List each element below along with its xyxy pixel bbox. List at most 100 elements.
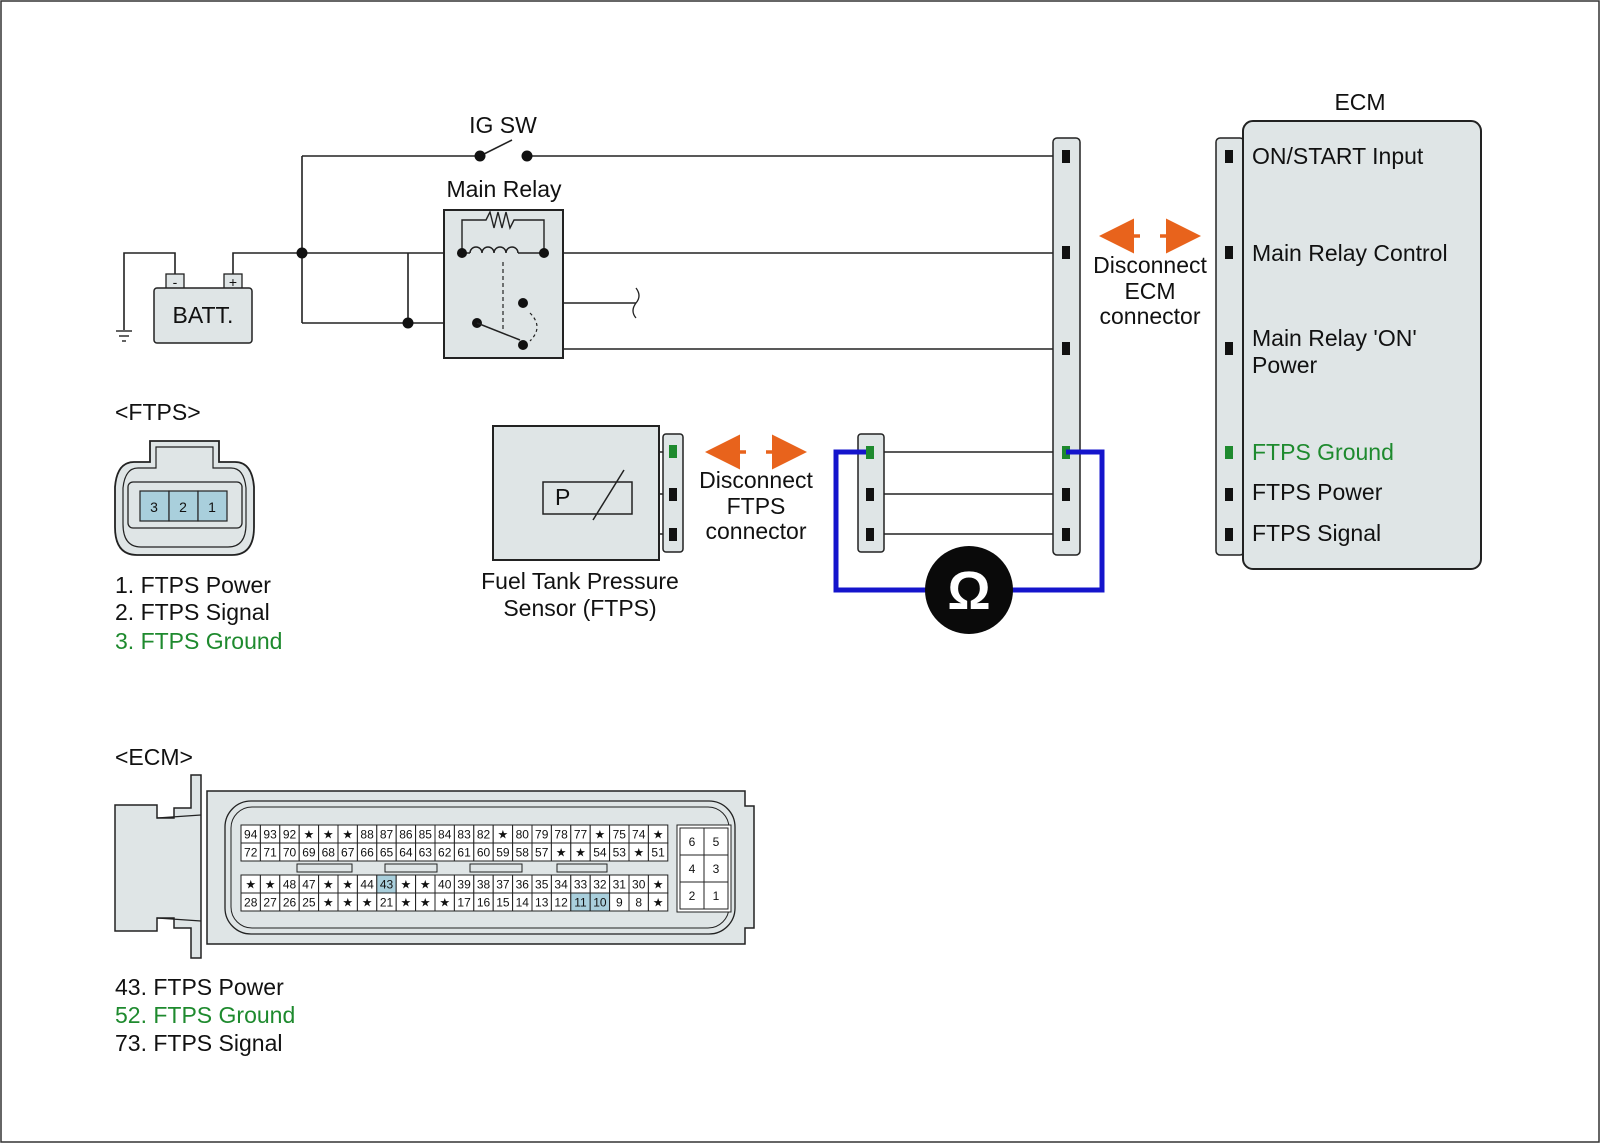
ecm-pin-label: 21 (380, 896, 394, 910)
ecm-pin-label: 86 (399, 828, 413, 842)
ecm-pin-label: 68 (322, 846, 336, 860)
meter-lead-left (833, 449, 930, 593)
ecm-pin-label: 32 (593, 878, 607, 892)
ecm-pin-label: ★ (633, 846, 644, 860)
ecm-pin-label: 31 (613, 878, 627, 892)
ftps-pin-3: 3 (150, 499, 158, 515)
disconnect-ecm-label-line3: connector (1099, 303, 1200, 329)
ecm-pin-label: 27 (263, 896, 277, 910)
ecm-pin-label: ★ (420, 878, 431, 892)
ground-icon (116, 330, 132, 342)
ecm-pin-cell (647, 892, 669, 912)
ecm-pin-main-relay-control: Main Relay Control (1252, 240, 1448, 266)
ecm-pin-label: 17 (457, 896, 471, 910)
ecm-pin-label: ★ (556, 846, 567, 860)
ecm-module: ECM ON/START Input Main Relay Control Ma… (1215, 89, 1482, 570)
ecm-pin-label: 92 (283, 828, 297, 842)
ftps-legend-3: 3. FTPS Ground (115, 628, 282, 654)
ecm-pin-label: 58 (516, 846, 530, 860)
ecm-pin-label: 43 (380, 878, 394, 892)
ecm-pin-label: ★ (342, 828, 353, 842)
ecm-pin-label: 70 (283, 846, 297, 860)
ecm-pin-label: 9 (616, 896, 623, 910)
ecm-pin-label: 87 (380, 828, 394, 842)
ecm-side-cell (703, 881, 729, 910)
ecm-side-label: 1 (713, 889, 720, 903)
ecm-pin-label: 40 (438, 878, 452, 892)
ecm-side-cell (679, 854, 705, 883)
ecm-pin-label: 38 (477, 878, 491, 892)
ecm-pin-label: ★ (323, 828, 334, 842)
ecm-pin-cell (647, 842, 669, 862)
ecm-pin-label: 78 (554, 828, 568, 842)
sensor-label-line2: Sensor (FTPS) (503, 595, 656, 621)
ftps-connector-title: <FTPS> (115, 399, 201, 425)
ecm-pin-label: 10 (593, 896, 607, 910)
ecm-pin-label: 26 (283, 896, 297, 910)
ecm-pin-label: 59 (496, 846, 510, 860)
ecm-pin-label: 44 (360, 878, 374, 892)
ecm-pin-label: 12 (554, 896, 568, 910)
battery-positive-label: + (229, 274, 237, 290)
battery-label: BATT. (173, 302, 234, 328)
disconnect-ftps-label-line2: FTPS (727, 493, 786, 519)
ecm-pin-label: ★ (304, 828, 315, 842)
ftps-sensor: P Fuel Tank Pressure Sensor (FTPS) (481, 425, 684, 621)
ecm-pin-label: 65 (380, 846, 394, 860)
disconnect-ecm-label-line2: ECM (1124, 278, 1175, 304)
ecm-pin-label: 25 (302, 896, 316, 910)
ecm-pin-label: 35 (535, 878, 549, 892)
ecm-pin-label: 80 (516, 828, 530, 842)
ecm-legend-43: 43. FTPS Power (115, 974, 284, 1000)
pressure-symbol: P (555, 484, 570, 510)
ecm-connector-title: <ECM> (115, 744, 193, 770)
ecm-pin-label: 15 (496, 896, 510, 910)
ecm-pin-label: 79 (535, 828, 549, 842)
ecm-side-label: 3 (713, 862, 720, 876)
ecm-pin-label: 53 (613, 846, 627, 860)
ecm-pin-label: 57 (535, 846, 549, 860)
ecm-side-label: 2 (689, 889, 696, 903)
ecm-pin-label: ★ (498, 828, 509, 842)
ecm-pin-label: 67 (341, 846, 355, 860)
ecm-pin-label: 60 (477, 846, 491, 860)
ecm-pin-label: ★ (439, 896, 450, 910)
ecm-pin-label: 88 (360, 828, 374, 842)
ftps-connector-face: 3 2 1 (114, 440, 255, 556)
ecm-legend-52: 52. FTPS Ground (115, 1002, 295, 1028)
ecm-legend-73: 73. FTPS Signal (115, 1030, 282, 1056)
ecm-pin-label: ★ (653, 828, 664, 842)
battery-negative-label: - (173, 274, 178, 290)
ecm-pin-label: 48 (283, 878, 297, 892)
ecm-pin-label: 54 (593, 846, 607, 860)
ecm-pin-label: ★ (342, 896, 353, 910)
ecm-pin-label: 93 (263, 828, 277, 842)
ecm-pin-label: 11 (574, 896, 587, 910)
ecm-pin-label: ★ (245, 878, 256, 892)
main-relay-label: Main Relay (446, 176, 562, 202)
ecm-pin-label: 47 (302, 878, 316, 892)
ig-sw-label: IG SW (469, 112, 537, 138)
ecm-pin-ftps-ground: FTPS Ground (1252, 439, 1394, 465)
ecm-pin-label: 34 (554, 878, 568, 892)
ecm-pin-label: 13 (535, 896, 549, 910)
ecm-pin-main-relay-on-power: Main Relay 'ON' (1252, 325, 1417, 351)
ecm-pin-label: ★ (595, 828, 606, 842)
disconnect-ftps-label-line3: connector (705, 518, 806, 544)
ecm-pin-label: 84 (438, 828, 452, 842)
ecm-pin-label: ★ (401, 878, 412, 892)
ecm-pin-label: 75 (613, 828, 627, 842)
meter-lead-right (1008, 449, 1105, 593)
ecm-pin-label: ★ (575, 846, 586, 860)
battery: - + BATT. (153, 273, 253, 344)
ecm-pin-label: ★ (265, 878, 276, 892)
ftps-pin-1: 1 (208, 499, 216, 515)
ecm-side-label: 4 (689, 862, 696, 876)
ecm-pin-label: 39 (457, 878, 471, 892)
ecm-pin-label: 66 (360, 846, 374, 860)
